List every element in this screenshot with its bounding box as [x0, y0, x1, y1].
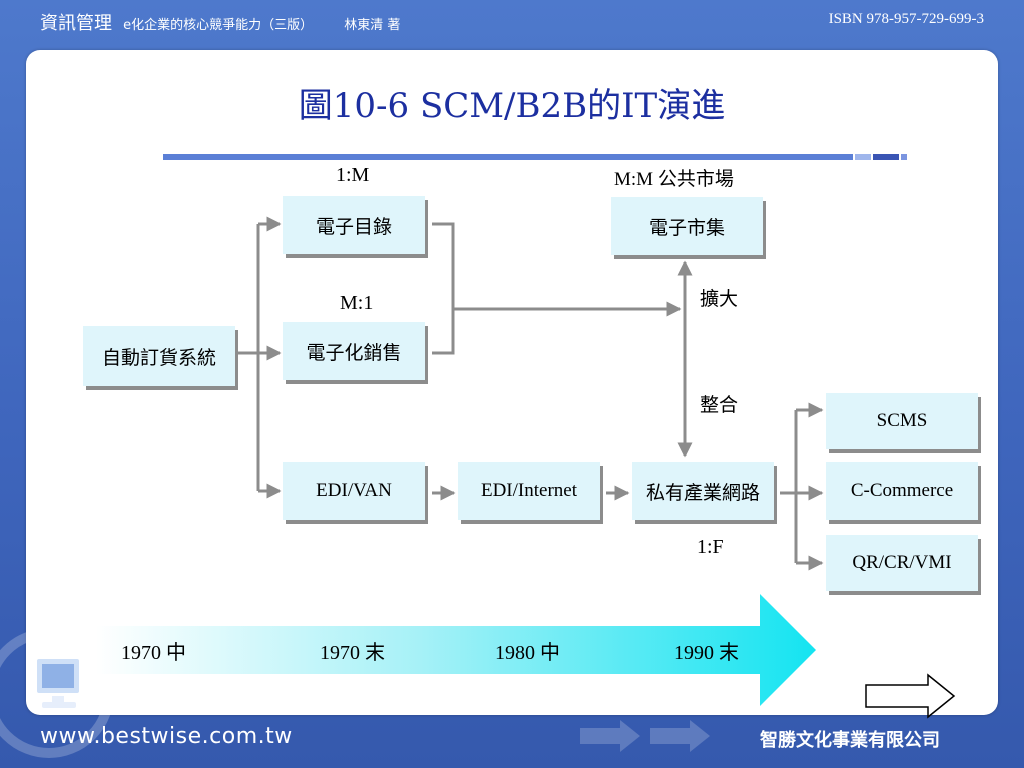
title-underline-accent — [901, 154, 907, 160]
timeline-period: 1990 末 — [674, 642, 739, 664]
computer-monitor-icon — [35, 657, 81, 708]
footer-website[interactable]: www.bestwise.com.tw — [40, 724, 293, 749]
node-scms: SCMS — [826, 393, 978, 449]
node-e-catalog: 電子目錄 — [283, 196, 425, 254]
label-one-to-many: 1:M — [336, 164, 370, 186]
node-edi-internet: EDI/Internet — [458, 462, 600, 520]
node-private-industry-network: 私有產業網路 — [632, 462, 774, 520]
header-isbn: ISBN 978-957-729-699-3 — [828, 11, 984, 27]
timeline-period: 1970 末 — [320, 642, 385, 664]
label-expand: 擴大 — [700, 288, 739, 310]
next-slide-arrow-icon[interactable] — [864, 673, 958, 719]
title-underline-accent — [855, 154, 871, 160]
header-book-title: e化企業的核心競爭能力（三版） — [123, 18, 314, 33]
label-one-to-few: 1:F — [697, 536, 724, 558]
decorative-ring — [0, 628, 114, 758]
footer-company-name: 智勝文化事業有限公司 — [760, 730, 940, 751]
header-course: 資訊管理 — [40, 13, 112, 34]
node-e-marketplace: 電子市集 — [611, 197, 763, 255]
node-edi-van: EDI/VAN — [283, 462, 425, 520]
node-auto-order-system: 自動訂貨系統 — [83, 326, 235, 386]
slide-title: 圖10-6 SCM/B2B的IT演進 — [298, 86, 726, 126]
node-c-commerce: C-Commerce — [826, 462, 978, 520]
label-many-to-many: M:M 公共市場 — [614, 169, 734, 190]
node-e-sales: 電子化銷售 — [283, 322, 425, 380]
decorative-arrows-icon — [580, 720, 710, 752]
header-bar: 資訊管理 e化企業的核心競爭能力（三版） 林東清 著 ISBN 978-957-… — [0, 0, 1024, 44]
header-book-info: 資訊管理 e化企業的核心競爭能力（三版） 林東清 著 — [40, 9, 400, 35]
node-qr-cr-vmi: QR/CR/VMI — [826, 535, 978, 591]
header-author: 林東清 著 — [344, 18, 401, 33]
title-underline — [163, 154, 853, 160]
timeline-period: 1980 中 — [495, 642, 560, 664]
label-integrate: 整合 — [700, 394, 739, 416]
slide-panel: 圖10-6 SCM/B2B的IT演進 — [26, 50, 998, 715]
title-underline-accent — [873, 154, 899, 160]
timeline-period: 1970 中 — [121, 642, 186, 664]
label-many-to-one: M:1 — [340, 292, 374, 314]
